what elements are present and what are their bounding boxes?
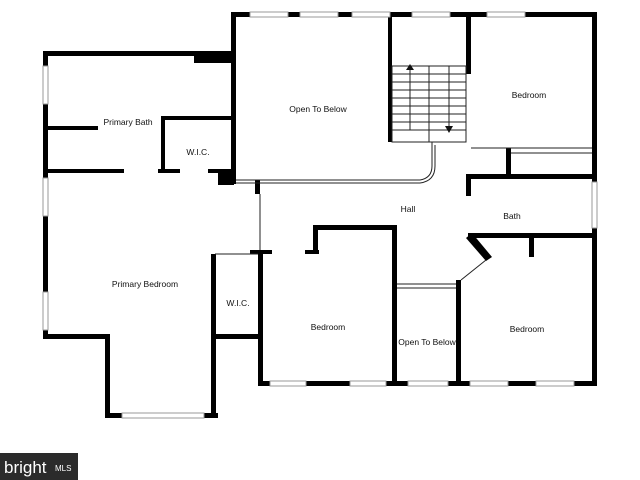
room-label-open-to-below-upper: Open To Below bbox=[289, 104, 347, 114]
room-label-hall: Hall bbox=[401, 204, 416, 214]
room-label-wic-bedroom: W.I.C. bbox=[226, 298, 249, 308]
room-label-primary-bath: Primary Bath bbox=[103, 117, 152, 127]
watermark: bright MLS bbox=[0, 453, 78, 480]
room-label-bath: Bath bbox=[503, 211, 521, 221]
windows bbox=[42, 11, 598, 419]
room-label-wic-bath: W.I.C. bbox=[186, 147, 209, 157]
railings bbox=[215, 141, 592, 289]
room-label-bedroom-center: Bedroom bbox=[311, 322, 346, 332]
room-labels: Open To Below Bedroom Primary Bath W.I.C… bbox=[103, 90, 546, 347]
watermark-suffix: MLS bbox=[55, 464, 71, 473]
room-label-primary-bedroom: Primary Bedroom bbox=[112, 279, 178, 289]
watermark-brand: bright bbox=[4, 458, 47, 477]
watermark-background bbox=[0, 453, 78, 480]
staircase bbox=[391, 64, 467, 143]
room-label-open-to-below-lower: Open To Below bbox=[398, 337, 456, 347]
room-label-bedroom-bottom-right: Bedroom bbox=[510, 324, 545, 334]
room-label-bedroom-top-right: Bedroom bbox=[512, 90, 547, 100]
